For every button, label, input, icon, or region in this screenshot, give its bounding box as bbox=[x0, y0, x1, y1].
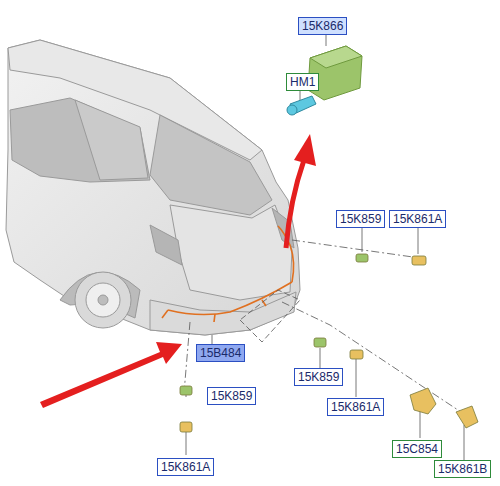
car-body bbox=[6, 40, 300, 335]
callout-box: 15K866 bbox=[298, 17, 347, 35]
callout-box: HM1 bbox=[286, 73, 319, 91]
callout-box: 15K859 bbox=[336, 210, 385, 228]
callout-box: 15B484 bbox=[196, 344, 245, 362]
callout-box: 15C854 bbox=[392, 440, 442, 458]
part-number: 15K859 bbox=[211, 389, 252, 403]
wiring-harness bbox=[162, 226, 294, 322]
part-number: 15B484 bbox=[200, 346, 241, 360]
callout-box: 15K861A bbox=[327, 398, 384, 416]
part-number: 15K861B bbox=[438, 462, 487, 476]
part-number: 15K861A bbox=[161, 460, 210, 474]
pointer-arrow bbox=[40, 134, 316, 408]
parking-module bbox=[287, 46, 362, 115]
callout-box: 15K859 bbox=[294, 368, 343, 386]
part-number: 15K866 bbox=[302, 19, 343, 33]
part-number: 15K861A bbox=[393, 212, 442, 226]
part-number: 15K859 bbox=[298, 370, 339, 384]
sensor-parts bbox=[180, 254, 478, 432]
part-number: 15C854 bbox=[396, 442, 438, 456]
leader-line bbox=[184, 35, 470, 460]
callout-box: 15K861B bbox=[434, 460, 491, 478]
part-number: HM1 bbox=[290, 75, 315, 89]
callout-box: 15K859 bbox=[207, 387, 256, 405]
part-number: 15K859 bbox=[340, 212, 381, 226]
callout-box: 15K861A bbox=[389, 210, 446, 228]
part-number: 15K861A bbox=[331, 400, 380, 414]
callout-box: 15K861A bbox=[157, 458, 214, 476]
